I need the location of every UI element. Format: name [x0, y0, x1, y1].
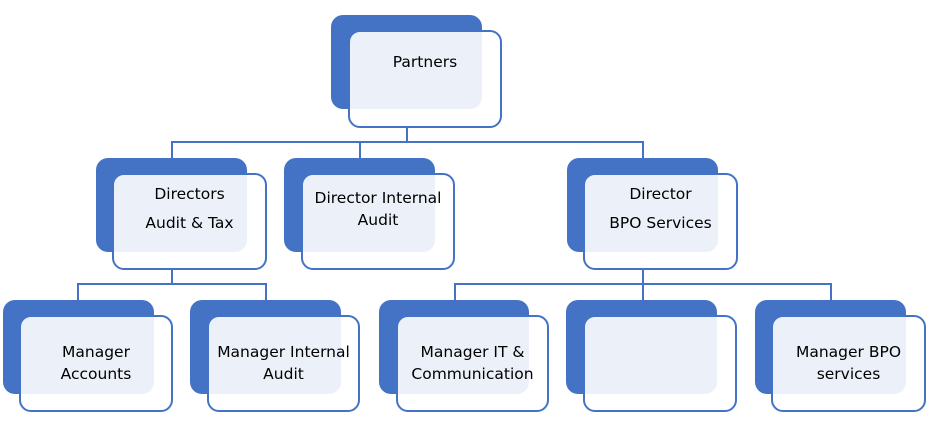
connector-bpo-down	[642, 269, 644, 285]
node-box	[583, 315, 737, 412]
node-label: Partners	[392, 53, 458, 71]
node-box	[348, 30, 502, 128]
node-box	[19, 315, 173, 412]
connector-to-manager-accounts	[77, 283, 79, 300]
node-label: Manager Internal Audit	[217, 343, 350, 383]
node-label: Directors Audit & Tax	[145, 185, 234, 232]
node-label: Manager BPO services	[795, 343, 902, 383]
node-box	[301, 173, 455, 270]
node-box	[583, 173, 738, 270]
connector-level2-horizontal	[171, 141, 644, 143]
node-box	[771, 315, 926, 412]
connector-to-manager-blank	[642, 283, 644, 300]
node-box	[112, 173, 267, 270]
node-label	[583, 315, 737, 411]
connector-to-directors-audit-tax	[171, 141, 173, 158]
connector-to-manager-internal-audit	[265, 283, 267, 300]
node-box	[207, 315, 360, 412]
connector-partners-down	[406, 128, 408, 143]
connector-audit-tax-down	[171, 269, 173, 285]
node-label: Manager IT & Communication	[411, 343, 534, 383]
node-box	[396, 315, 549, 412]
node-label: Director BPO Services	[609, 185, 712, 232]
node-label: Director Internal Audit	[314, 189, 442, 229]
connector-to-director-bpo	[642, 141, 644, 158]
connector-level3-left-horizontal	[77, 283, 267, 285]
connector-to-manager-bpo	[830, 283, 832, 300]
connector-to-director-internal-audit	[359, 141, 361, 158]
node-label: Manager Accounts	[60, 343, 132, 383]
connector-to-manager-it	[454, 283, 456, 300]
